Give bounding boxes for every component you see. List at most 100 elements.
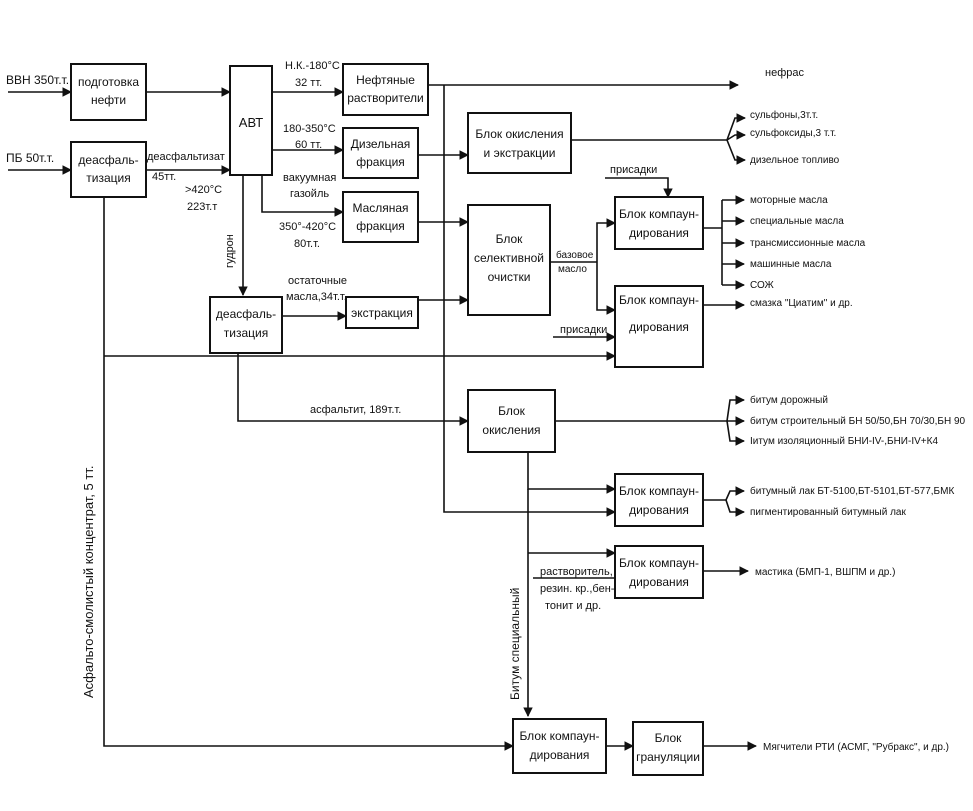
block-comp3-line2: дирования — [629, 503, 689, 517]
block-comp3: Блок компаун- дирования — [614, 473, 704, 527]
block-comp5: Блок компаун- дирования — [512, 718, 607, 774]
arrow-to-diesel-fuel — [726, 139, 746, 165]
label-nk180-qty: 32 тт. — [295, 77, 322, 89]
output-constr-bitumen: битум строительный БН 50/50,БН 70/30,БН … — [750, 415, 966, 427]
output-trans-oils: трансмиссионные масла — [750, 238, 866, 249]
output-sulfones: сульфоны,3т.т. — [750, 109, 818, 121]
label-base-oil-2: масло — [558, 264, 587, 275]
block-oxidation-line2: окисления — [482, 423, 540, 437]
arrow-selective-to-comp1 — [596, 218, 616, 262]
block-comp5-line1: Блок компаун- — [519, 729, 599, 743]
label-additives-2: присадки — [560, 324, 607, 336]
output-mastic: мастика (БМП-1, ВШПМ и др.) — [755, 567, 895, 578]
arrow-to-sulfoxides — [726, 130, 746, 141]
label-residual-oils-1: остаточные — [288, 275, 347, 287]
label-solvent-note-2: резин. кр.,бен- — [540, 583, 615, 595]
output-insul-bitumen: Iитум изоляционный БНИ-IV-,БНИ-IV+К4 — [750, 436, 938, 447]
arrow-solvents-to-comp3 — [443, 85, 616, 517]
arrow-deasph2-to-oxidation — [237, 353, 469, 426]
block-selective-line1: Блок — [496, 232, 524, 246]
arrow-to-bit-lacquer — [725, 486, 745, 501]
label-asphaltite: асфальтит, 189т.т. — [310, 404, 401, 416]
label-f180-350-qty: 60 тт. — [295, 139, 322, 151]
block-selective: Блок селективной очистки — [467, 204, 551, 316]
block-comp1-line2: дирования — [629, 226, 689, 240]
block-oilfrac-line2: фракция — [356, 219, 405, 233]
label-f350-420-qty: 80т.т. — [294, 238, 320, 250]
output-sulfoxides: сульфоксиды,3 т.т. — [750, 127, 836, 139]
block-ox-extr: Блок окисления и экстракции — [467, 112, 572, 174]
block-avt-label: АВТ — [239, 115, 263, 130]
block-selective-line2: селективной — [474, 251, 544, 265]
label-residual-oils-2: масла,34т.т. — [286, 291, 347, 303]
block-selective-line3: очистки — [488, 270, 531, 284]
block-extraction: экстракция — [345, 296, 419, 329]
arrow-selective-to-comp2 — [596, 262, 616, 315]
label-vac-gasoil-2: газойль — [290, 188, 329, 200]
block-deasph2-line2: тизация — [224, 326, 268, 340]
block-oxidation: Блок окисления — [467, 389, 556, 453]
block-comp1: Блок компаун- дирования — [614, 196, 704, 250]
arrow-additives-to-comp1 — [605, 177, 673, 198]
block-granul: Блок грануляции — [632, 721, 704, 776]
block-diesel: Дизельная фракция — [342, 127, 419, 179]
block-oxidation-line1: Блок — [498, 404, 526, 418]
label-nk180: Н.К.-180°C — [285, 60, 340, 72]
label-gt420: >420°C — [185, 184, 222, 196]
block-comp2-line2: дирования — [629, 320, 689, 334]
block-prep: подготовка нефти — [70, 63, 147, 121]
arrow-oxidation-to-comp3 — [527, 452, 616, 494]
label-vac-gasoil-1: вакуумная — [283, 172, 336, 184]
block-prep-line2: нефти — [91, 93, 126, 107]
label-additives-1: присадки — [610, 164, 657, 176]
label-f180-350: 180-350°C — [283, 123, 336, 135]
block-extraction-label: экстракция — [351, 306, 413, 320]
block-deasph1: деасфаль- тизация — [70, 141, 147, 198]
output-road-bitumen: битум дорожный — [750, 394, 828, 406]
block-comp3-line1: Блок компаун- — [619, 484, 699, 498]
block-diesel-line1: Дизельная — [351, 137, 411, 151]
output-machine-oils: машинные масла — [750, 259, 832, 270]
block-comp4-line1: Блок компаун- — [619, 556, 699, 570]
block-ox-extr-line1: Блок окисления — [475, 127, 563, 141]
block-deasph1-line2: тизация — [86, 171, 130, 185]
label-solvent-note-3: тонит и др. — [545, 600, 601, 612]
label-solvent-note-1: растворитель, — [540, 566, 613, 578]
block-granul-line1: Блок — [655, 731, 683, 745]
label-base-oil-1: базовое — [556, 249, 594, 261]
block-comp1-line1: Блок компаун- — [619, 207, 699, 221]
block-solvents-line1: Нефтяные — [356, 73, 415, 87]
output-bit-lacquer: битумный лак БТ-5100,БТ-5101,БТ-577,БМК — [750, 485, 954, 497]
block-granul-line2: грануляции — [636, 750, 700, 764]
label-deasphaltizate: деасфальтизат — [147, 151, 225, 163]
output-softeners: Мягчители РТИ (АСМГ, "Рубракс", и др.) — [763, 741, 949, 753]
arrow-resin-to-comp5 — [103, 197, 514, 751]
output-diesel-fuel: дизельное топливо — [750, 155, 840, 166]
block-comp4: Блок компаун- дирования — [614, 545, 704, 599]
output-special-oils: специальные масла — [750, 216, 844, 227]
block-comp4-line2: дирования — [629, 575, 689, 589]
arrow-to-insul-bitumen — [726, 420, 745, 446]
block-avt: АВТ — [229, 65, 273, 176]
connectors — [8, 80, 757, 751]
block-comp2: Блок компаун- дирования — [614, 285, 704, 368]
block-comp2-line1: Блок компаун- — [619, 293, 699, 307]
input-vvn-label: ВВН 350т.т. — [6, 73, 69, 87]
output-grease: смазка "Циатим" и др. — [750, 298, 853, 309]
block-deasph1-line1: деасфаль- — [78, 153, 138, 167]
block-solvents: Нефтяные растворители — [342, 63, 429, 116]
label-asph-resin: Асфальто-смолистый концентрат, 5 тт. — [81, 466, 96, 698]
input-pb-label: ПБ 50т.т. — [6, 151, 54, 165]
arrow-avt-to-oilfrac — [261, 175, 344, 217]
output-coolant: СОЖ — [750, 280, 775, 291]
arrow-to-pigm-lacquer — [725, 499, 745, 517]
block-oilfrac: Масляная фракция — [342, 191, 419, 243]
block-comp5-line2: дирования — [530, 748, 590, 762]
label-f350-420: 350°-420°C — [279, 221, 336, 233]
label-special-bitumen: Битум специальный — [508, 588, 522, 700]
block-ox-extr-line2: и экстракции — [484, 146, 556, 160]
label-deasph-qty: 45тт. — [152, 171, 176, 183]
block-deasph2: деасфаль- тизация — [209, 296, 283, 354]
